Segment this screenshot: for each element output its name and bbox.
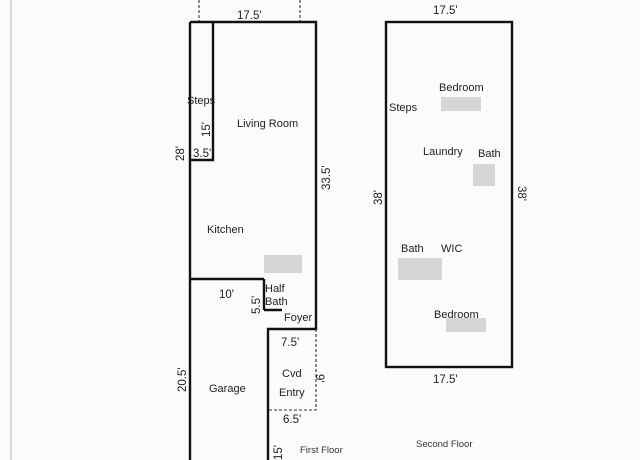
second-floor-plan: Bedroom Steps Laundry Bath Bath WIC Bedr… [373, 5, 527, 450]
room-label-entry: Entry [279, 387, 305, 399]
dim-entry-width: 7.5' [281, 337, 299, 349]
dim-half-bath-depth: 5.5' [251, 296, 263, 314]
image-smudge [441, 97, 481, 111]
room-label-living-room: Living Room [237, 118, 298, 130]
room-label-cvd: Cvd [282, 368, 302, 380]
dim-second-right-depth: 38' [515, 186, 527, 201]
dim-bottom-partial: 15' [273, 445, 285, 460]
image-smudge [398, 258, 442, 280]
image-smudge [473, 164, 495, 186]
image-smudge [264, 255, 302, 273]
caption-first-floor: First Floor [300, 445, 343, 456]
second-floor-outline [384, 20, 514, 369]
dim-entry-bottom-width: 6.5' [283, 414, 301, 426]
room-label-steps: Steps [187, 95, 216, 107]
dim-garage-depth: 20.5' [177, 367, 189, 392]
dim-second-bottom-width: 17.5' [433, 374, 458, 386]
dim-stair-width: 3.5' [193, 148, 211, 160]
dim-entry-depth: 9' [313, 374, 325, 383]
room-label-kitchen: Kitchen [207, 224, 244, 236]
room-label-foyer: Foyer [284, 312, 312, 324]
dim-first-right-depth: 33.5' [321, 165, 333, 190]
first-floor-plan: Steps Living Room Kitchen Half Bath Foye… [175, 0, 343, 460]
room-label-bedroom-bottom: Bedroom [434, 309, 479, 321]
room-label-bath-right: Bath [478, 148, 501, 160]
stairs-wall [190, 22, 215, 162]
room-label-garage: Garage [209, 383, 246, 395]
room-label-laundry: Laundry [423, 146, 463, 158]
caption-second-floor: Second Floor [416, 439, 473, 450]
dim-second-left-depth: 38' [373, 190, 385, 205]
dim-stair-length: 15' [201, 122, 213, 137]
dim-garage-width: 10' [219, 289, 234, 301]
room-label-half-bath-2: Bath [265, 296, 288, 308]
image-smudge [446, 318, 486, 332]
dim-first-top-width: 17.5' [237, 10, 262, 22]
room-label-bath-left: Bath [401, 243, 424, 255]
room-label-half-bath-1: Half [265, 283, 286, 295]
dim-second-top-width: 17.5' [433, 5, 458, 17]
room-label-steps-upper: Steps [389, 102, 418, 114]
room-label-bedroom-top: Bedroom [439, 82, 484, 94]
covered-entry-outline [268, 329, 317, 411]
room-label-wic: WIC [441, 243, 462, 255]
dim-first-left-depth: 28' [175, 146, 187, 161]
